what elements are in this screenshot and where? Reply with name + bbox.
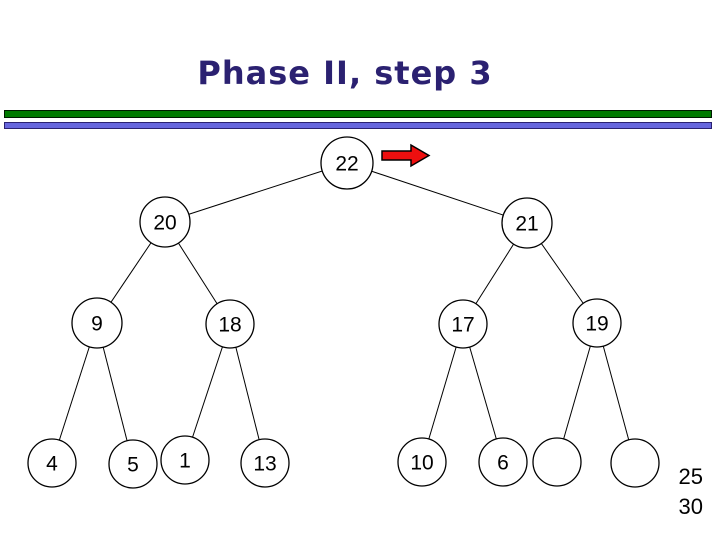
tree-node-label-17: 17 (451, 314, 474, 337)
tree-node-label-22: 22 (335, 153, 358, 176)
tree-node-1 (160, 435, 210, 485)
slide-title: Phase II, step 3 (197, 54, 493, 92)
tree-node-21 (501, 197, 553, 249)
tree-edge-22-20 (164, 162, 348, 223)
tree-node-22 (320, 136, 374, 190)
tree-node-4 (27, 438, 77, 488)
tree-node-empty-2 (610, 438, 660, 488)
tree-node-10 (397, 437, 447, 487)
tree-node-label-5: 5 (127, 454, 139, 477)
tree-node-label-19: 19 (585, 313, 608, 336)
pending-values: 25 30 (679, 462, 703, 522)
tree-node-label-21: 21 (515, 213, 538, 236)
tree-node-6 (478, 437, 528, 487)
tree-node-5 (108, 439, 158, 489)
tree-node-17 (438, 299, 488, 349)
tree-node-20 (139, 196, 191, 248)
tree-node-13 (240, 438, 290, 488)
divider-blue-bar (4, 122, 712, 129)
tree-node-label-6: 6 (497, 452, 509, 475)
tree-node-18 (205, 299, 255, 349)
tree-node-label-18: 18 (218, 314, 241, 337)
tree-nodes: 22 20 21 9 18 17 19 4 5 1 13 10 6 (27, 136, 660, 489)
tree-node-label-9: 9 (91, 313, 103, 336)
pending-value-2: 30 (678, 494, 703, 519)
tree-node-empty-1 (532, 437, 582, 487)
tree-edge-22-21 (346, 162, 528, 224)
tree-node-label-20: 20 (153, 212, 176, 235)
tree-node-9 (71, 297, 123, 349)
right-arrow-icon (381, 143, 431, 168)
tree-node-label-13: 13 (253, 453, 276, 476)
tree-node-label-10: 10 (410, 452, 433, 475)
tree-node-label-1: 1 (179, 450, 191, 473)
tree-node-label-4: 4 (46, 453, 58, 476)
divider-green-bar (4, 110, 712, 118)
tree-node-19 (572, 298, 622, 348)
pending-value-1: 25 (678, 464, 703, 489)
